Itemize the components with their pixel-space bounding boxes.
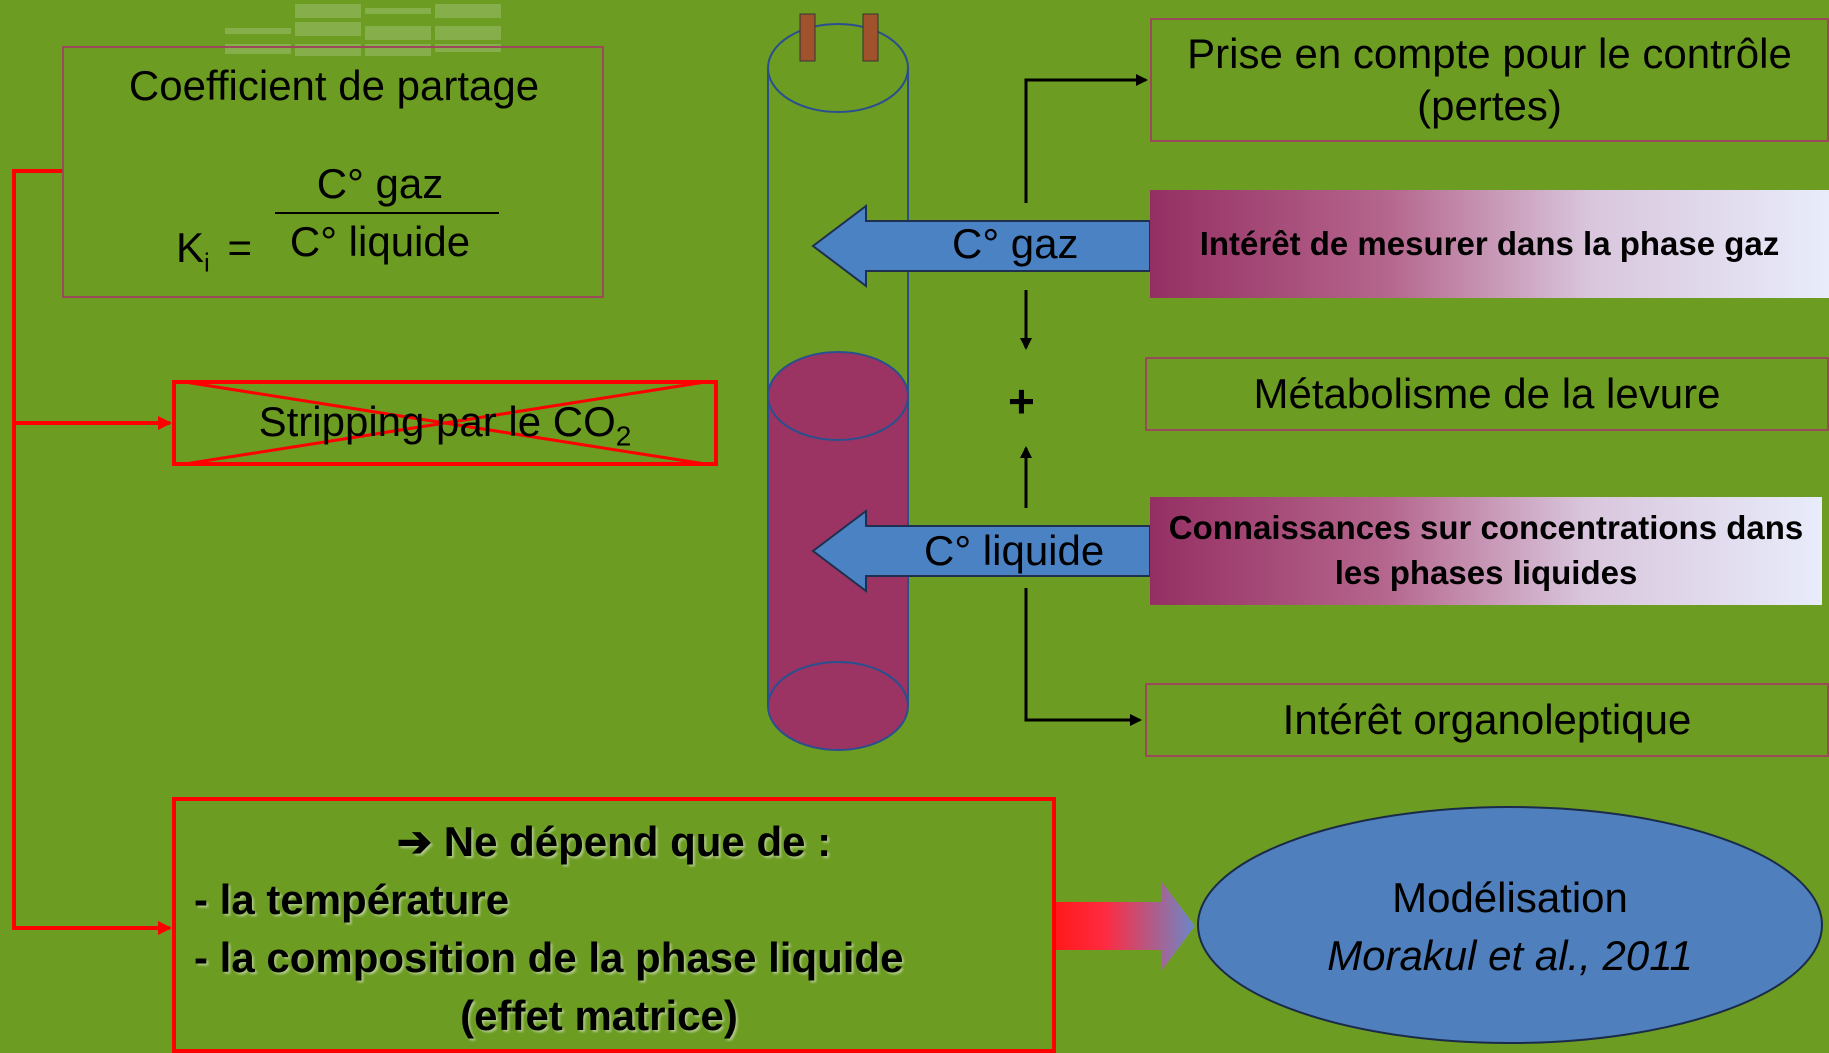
coefficient-title: Coefficient de partage [128, 62, 540, 109]
cross-out-lines [172, 380, 718, 466]
gas-arrow-label: C° gaz [952, 220, 1079, 267]
fraction-denominator: C° liquide [289, 218, 471, 265]
fraction-bar [275, 212, 499, 214]
depends-item-temperature: - la température [194, 876, 510, 923]
fraction-numerator: C° gaz [316, 160, 444, 207]
control-text: Prise en compte pour le contrôle (pertes… [1187, 29, 1792, 130]
to-model-arrow [1055, 882, 1195, 970]
control-box: Prise en compte pour le contrôle (pertes… [1150, 18, 1829, 142]
model-ellipse [1197, 806, 1823, 1044]
liquid-knowledge-text: Connaissances sur concentrations dans le… [1168, 509, 1804, 591]
coefficient-box: Coefficient de partage Ki = C° gaz C° li… [62, 46, 604, 298]
stripping-box: Stripping par le CO2 [172, 380, 718, 466]
gas-interest-text: Intérêt de mesurer dans la phase gaz [1199, 224, 1780, 262]
liquid-arrow [811, 508, 1151, 594]
electrode-left [799, 13, 816, 62]
depends-item-composition: - la composition de la phase liquide [194, 934, 904, 981]
liquid-knowledge-box: Connaissances sur concentrations dans le… [1150, 497, 1822, 605]
depends-heading: ➔ Ne dépend que de : [396, 818, 832, 865]
metabolism-text: Métabolisme de la levure [1253, 370, 1721, 417]
model-title: Modélisation [1392, 874, 1628, 921]
arrow-right-icon: ➔ [396, 818, 433, 865]
plus-sign: + [1008, 375, 1035, 427]
organoleptic-box: Intérêt organoleptique [1145, 683, 1829, 757]
gas-arrow [811, 203, 1151, 289]
metabolism-box: Métabolisme de la levure [1145, 357, 1829, 431]
gas-interest-box: Intérêt de mesurer dans la phase gaz [1150, 190, 1829, 298]
model-citation: Morakul et al., 2011 [1327, 932, 1693, 979]
electrode-right [862, 13, 879, 62]
depends-box: ➔ Ne dépend que de : - la température - … [172, 797, 1056, 1053]
right-connectors [1020, 74, 1148, 726]
stripping-text: Stripping par le CO2 [258, 398, 632, 452]
k-subscript: i [204, 247, 210, 278]
organoleptic-text: Intérêt organoleptique [1282, 696, 1692, 743]
reactor-cylinder [767, 13, 909, 751]
depends-item-matrix: (effet matrice) [460, 992, 738, 1039]
liquid-arrow-label: C° liquide [924, 527, 1105, 574]
left-red-connector [12, 169, 172, 935]
k-symbol: Ki = [176, 224, 252, 278]
